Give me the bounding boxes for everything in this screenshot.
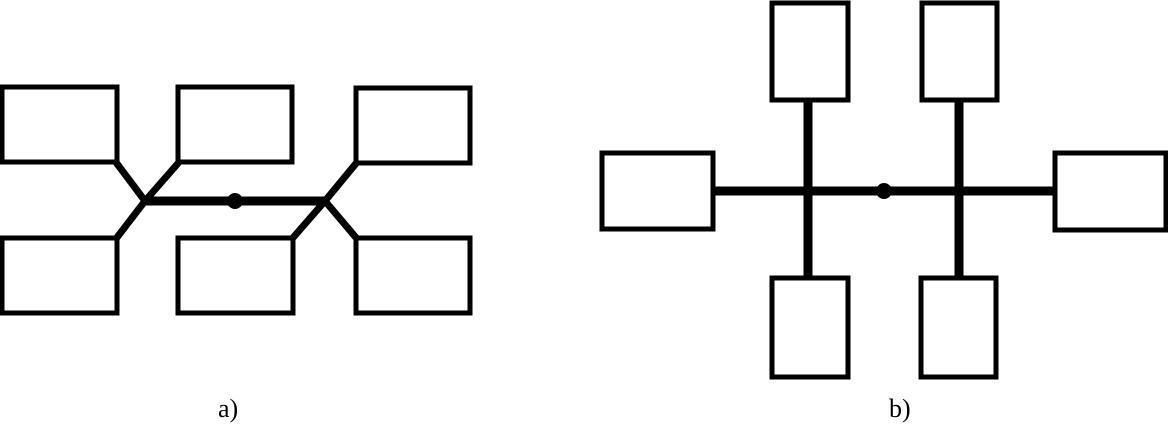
link-right-junction-to-bottom-middle [288, 198, 328, 243]
panel-b: b) [560, 0, 1168, 429]
hub-dot[interactable] [227, 193, 243, 209]
node-top-right[interactable] [353, 85, 473, 166]
node-top-middle[interactable] [175, 84, 295, 165]
link-left-junction-to-top-middle [142, 158, 183, 204]
node-bottom-right[interactable] [918, 275, 999, 380]
panel-a-diagram [0, 84, 473, 316]
node-top-right[interactable] [919, 0, 1000, 103]
link-left-junction-to-top-left [112, 158, 148, 204]
link-right-junction-to-top-right [322, 158, 361, 204]
node-top-left[interactable] [769, 0, 851, 103]
node-top-left[interactable] [0, 84, 120, 165]
link-right-junction-to-bottom-right [322, 198, 361, 243]
panel-a-caption: a) [218, 394, 239, 423]
node-bottom-middle[interactable] [175, 235, 296, 316]
node-bottom-left[interactable] [769, 275, 851, 380]
link-left-junction-to-bottom-left [112, 198, 148, 243]
node-right[interactable] [1052, 150, 1168, 233]
node-left[interactable] [599, 150, 716, 232]
panel-b-diagram [599, 0, 1168, 380]
node-bottom-right[interactable] [353, 235, 473, 316]
node-bottom-left[interactable] [0, 235, 120, 316]
hub-dot[interactable] [876, 183, 892, 199]
panel-b-caption: b) [889, 394, 911, 423]
panel-a: a) [0, 0, 560, 429]
